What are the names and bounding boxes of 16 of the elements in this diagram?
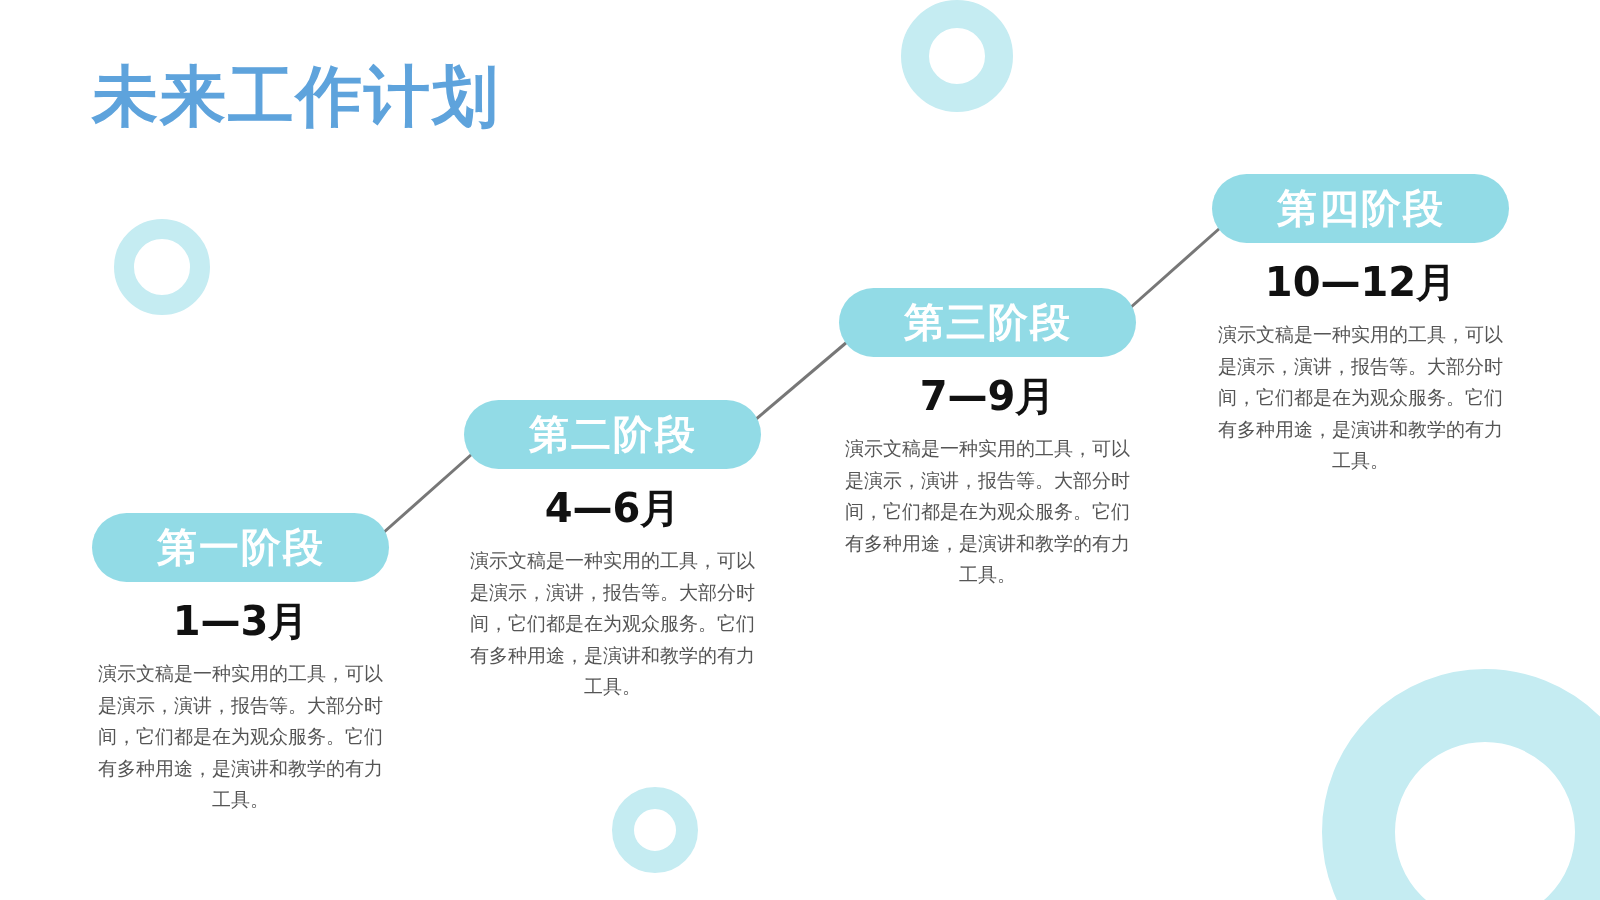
date-range: 10—12月 — [1263, 258, 1458, 307]
description-text: 演示文稿是一种实用的工具，可以是演示，演讲，报告等。大部分时间，它们都是在为观众服务。它们有多种用途，是演讲和教学的有力工具。 — [468, 549, 756, 699]
title: 未来工作计划 — [92, 57, 500, 137]
stage-pill: 第四阶段 — [1212, 174, 1509, 243]
stage-pill: 第二阶段 — [464, 400, 761, 469]
date-range: 4—6月 — [543, 484, 682, 533]
stage-pill: 第三阶段 — [839, 288, 1136, 357]
description-text: 演示文稿是一种实用的工具，可以是演示，演讲，报告等。大部分时间，它们都是在为观众服务。它们有多种用途，是演讲和教学的有力工具。 — [96, 662, 384, 812]
date-range: 7—9月 — [918, 372, 1057, 421]
description-text: 演示文稿是一种实用的工具，可以是演示，演讲，报告等。大部分时间，它们都是在为观众服务。它们有多种用途，是演讲和教学的有力工具。 — [1216, 323, 1504, 473]
connector-line — [382, 452, 473, 535]
connector-line — [1129, 226, 1221, 310]
connector-line — [754, 340, 848, 422]
date-range: 1—3月 — [171, 597, 310, 646]
description-text: 演示文稿是一种实用的工具，可以是演示，演讲，报告等。大部分时间，它们都是在为观众服务。它们有多种用途，是演讲和教学的有力工具。 — [843, 437, 1131, 587]
stage-pill: 第一阶段 — [92, 513, 389, 582]
